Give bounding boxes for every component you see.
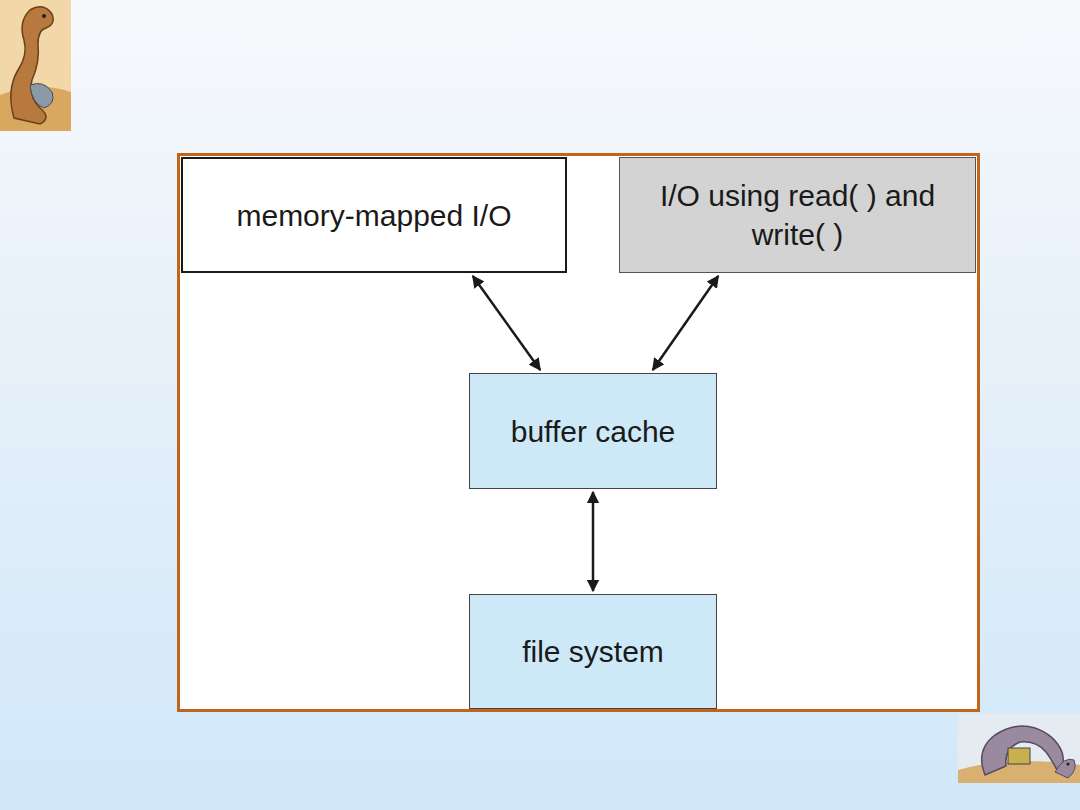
process-box: I/O using read( ) and write( ) bbox=[619, 157, 976, 273]
dinosaur-illustration bbox=[0, 0, 71, 131]
box-label: buffer cache bbox=[511, 412, 676, 451]
dinosaur-illustration bbox=[958, 713, 1080, 783]
box-label: I/O using read( ) and write( ) bbox=[648, 176, 948, 254]
double-arrow bbox=[473, 276, 540, 370]
outer-frame bbox=[179, 155, 979, 711]
double-arrow bbox=[653, 276, 718, 370]
box-label: file system bbox=[522, 632, 664, 671]
process-box: memory-mapped I/O bbox=[181, 157, 567, 273]
double-arrow bbox=[592, 492, 595, 591]
process-box: file system bbox=[469, 594, 717, 709]
process-box: buffer cache bbox=[469, 373, 717, 489]
box-label: memory-mapped I/O bbox=[236, 196, 511, 235]
